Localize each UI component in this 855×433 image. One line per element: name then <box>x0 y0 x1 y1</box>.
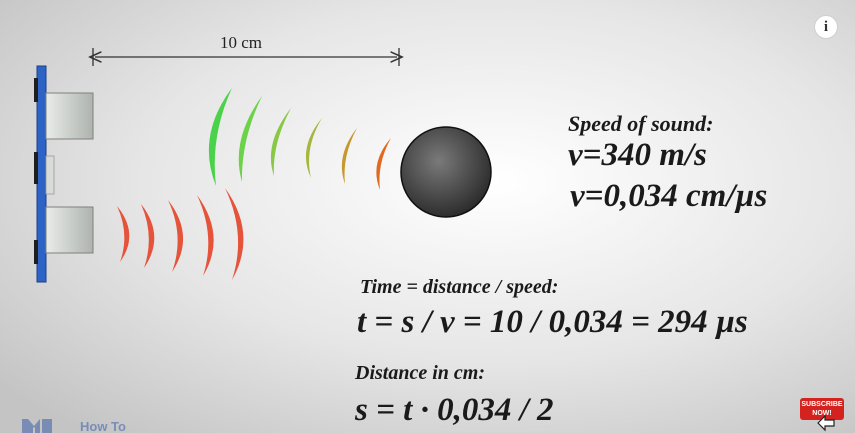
emitted-wave <box>168 200 184 272</box>
reflected-wave <box>270 108 291 176</box>
reflected-wave <box>208 88 232 186</box>
speed-formula-ms: v=340 m/s <box>568 137 707 173</box>
subscribe-button[interactable]: SUBSCRIBE NOW! <box>800 398 844 420</box>
distance-heading: Distance in cm: <box>355 362 485 384</box>
info-icon[interactable]: i <box>814 15 838 39</box>
speed-formula-cmus: v=0,034 cm/µs <box>570 178 768 214</box>
cursor-icon <box>817 414 835 432</box>
subscribe-line-1: SUBSCRIBE <box>801 401 843 408</box>
distance-dimension <box>93 48 399 66</box>
time-formula: t = s / v = 10 / 0,034 = 294 µs <box>357 304 748 340</box>
sensor-crystal <box>45 155 55 195</box>
reflected-wave <box>376 138 391 190</box>
brand-text: How To <box>80 419 126 433</box>
time-heading: Time = distance / speed: <box>360 276 559 298</box>
reflected-waves <box>208 88 391 190</box>
emitted-wave <box>225 188 244 280</box>
emitted-wave <box>141 204 155 268</box>
reflected-wave <box>341 128 357 184</box>
distance-formula: s = t · 0,034 / 2 <box>355 392 554 428</box>
emitted-wave <box>117 206 130 262</box>
ultrasonic-sensor <box>34 65 94 283</box>
reflected-wave <box>305 118 322 178</box>
emitted-waves <box>117 188 244 280</box>
emitted-wave <box>197 195 214 276</box>
transmitter-transducer <box>45 206 94 254</box>
subscribe-line-2: NOW! <box>812 410 832 417</box>
receiver-transducer <box>45 92 94 140</box>
speed-heading: Speed of sound: <box>568 111 714 136</box>
reflected-wave <box>238 96 262 182</box>
distance-label: 10 cm <box>220 33 263 52</box>
sensor-board <box>36 65 47 283</box>
object-sphere <box>400 126 492 218</box>
brand-logo: How To <box>22 419 126 433</box>
